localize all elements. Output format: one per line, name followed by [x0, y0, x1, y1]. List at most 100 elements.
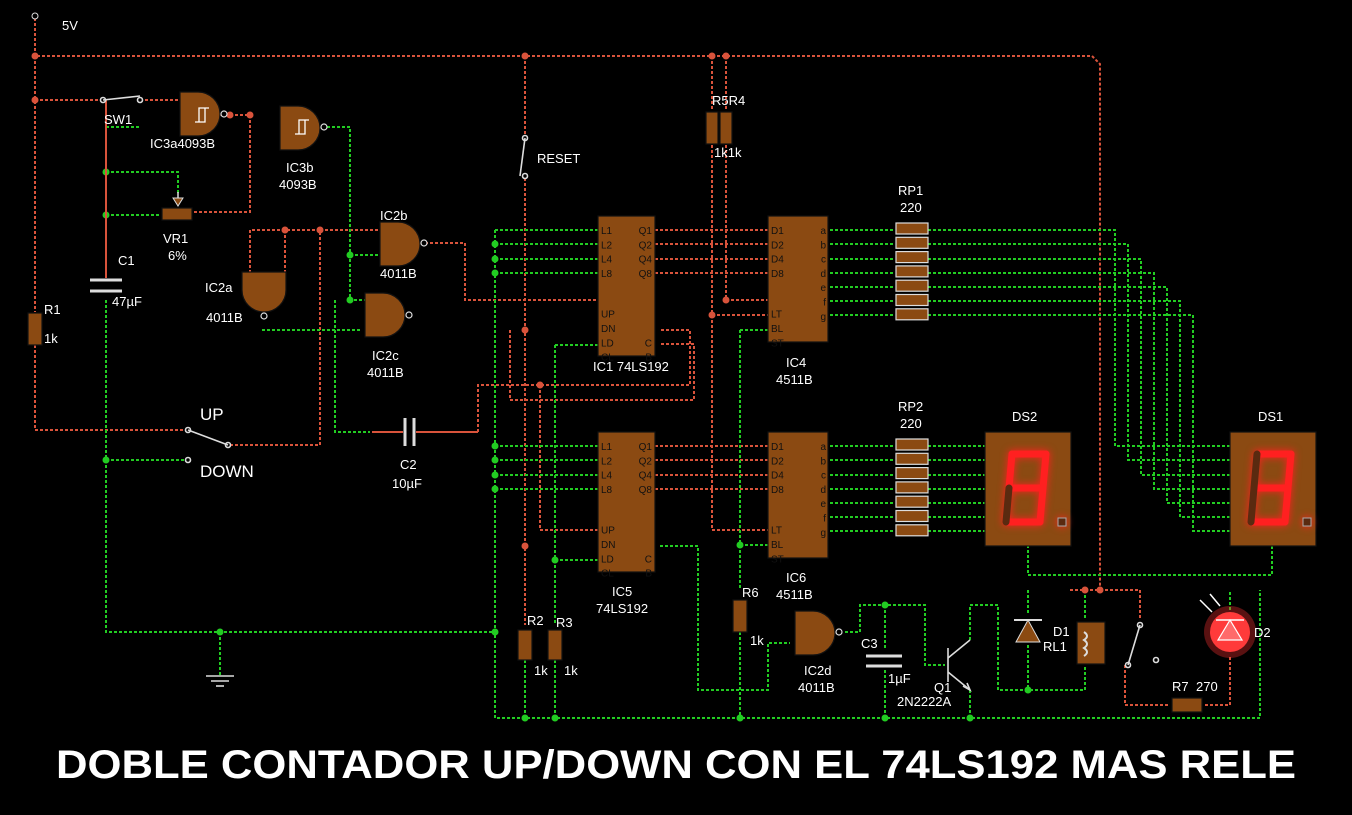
- r6-resistor: [732, 599, 748, 633]
- ic1pins-pin-q4: Q4: [639, 255, 653, 266]
- rp1-element: [895, 236, 929, 249]
- ic5pins-pin-l4: L4: [601, 471, 613, 482]
- up-switch-label: UP: [200, 405, 224, 424]
- ic6pins-pin-a: a: [820, 442, 826, 453]
- ic5-part-label: 74LS192: [596, 601, 648, 616]
- rp2-element: [895, 481, 929, 494]
- rp1-element: [895, 293, 929, 307]
- r2-value-label: 1k: [534, 663, 548, 678]
- ic6-decoder: [767, 431, 829, 559]
- ic3b-gate: [279, 105, 321, 151]
- rp2-value-label: 220: [900, 416, 922, 431]
- ic5pins-pin-up: UP: [601, 526, 615, 537]
- vr1-wiper-icon: [172, 192, 184, 207]
- ic5pins-pin-q2: Q2: [639, 456, 653, 467]
- ds1seg-decimal-point: [1302, 517, 1312, 527]
- ic1pins-pin-b: B: [645, 353, 652, 364]
- ic4pins-pin-f: f: [823, 298, 826, 309]
- ds2seg-decimal-point: [1057, 517, 1067, 527]
- ic5pins-pin-l1: L1: [601, 442, 613, 453]
- ic4pins-pin-d1: D1: [771, 226, 784, 237]
- ds1-label: DS1: [1258, 409, 1283, 424]
- ic4-name-label: IC4: [786, 355, 806, 370]
- rl1-relay-coil: [1076, 621, 1106, 665]
- ic4pins-pin-bl: BL: [771, 324, 784, 335]
- ic6pins-pin-c: c: [821, 471, 826, 482]
- ic5pins-pin-ld: LD: [601, 554, 614, 565]
- ic2a-gate: [241, 271, 287, 313]
- ic1-label: IC1 74LS192: [593, 359, 669, 374]
- rp1-element: [895, 265, 929, 278]
- r1-value-label: 1k: [44, 331, 58, 346]
- ic3a-gate: [179, 91, 221, 137]
- ic6pins-pin-d2: D2: [771, 456, 784, 467]
- r3-resistor: [547, 629, 563, 661]
- ic5pins-pin-b: B: [645, 569, 652, 580]
- ic4-decoder: [767, 215, 829, 343]
- ic4pins-pin-st: ST: [771, 338, 784, 349]
- ic5-counter: [597, 431, 656, 573]
- resistor-networks: [895, 222, 929, 537]
- ic2b-name-label: IC2b: [380, 208, 407, 223]
- vr1-name-label: VR1: [163, 231, 188, 246]
- ic4pins-pin-d: d: [820, 269, 826, 280]
- labels: 5V SW1 IC3a4093B IC3b 4093B C1 47µF VR1 …: [44, 18, 1283, 709]
- d1-label: D1: [1053, 624, 1070, 639]
- ic5pins-pin-q1: Q1: [639, 442, 653, 453]
- vr1-potentiometer: [161, 207, 193, 221]
- ic6-part-label: 4511B: [776, 587, 813, 602]
- ds2seg-segment-e: [1002, 484, 1013, 526]
- down-switch-label: DOWN: [200, 462, 254, 481]
- vr1-value-label: 6%: [168, 248, 187, 263]
- ic5pins-pin-c: C: [645, 554, 652, 565]
- c1-name-label: C1: [118, 253, 135, 268]
- ic2d-name-label: IC2d: [804, 663, 831, 678]
- d1-diode-icon: [1014, 618, 1042, 643]
- ds2seg-segment-f: [1005, 450, 1016, 492]
- ic1-counter: [597, 215, 656, 357]
- ic4pins-pin-d8: D8: [771, 269, 784, 280]
- c2-name-label: C2: [400, 457, 417, 472]
- ic4pins-pin-a: a: [820, 226, 826, 237]
- ic2d-part-label: 4011B: [798, 680, 835, 695]
- rl1-label: RL1: [1043, 639, 1067, 654]
- rp2-element: [895, 467, 929, 480]
- ds2-label: DS2: [1012, 409, 1037, 424]
- rp1-name-label: RP1: [898, 183, 923, 198]
- ic5pins-pin-cl: CL: [601, 569, 614, 580]
- wiring: [34, 18, 1273, 719]
- ic6pins-pin-g: g: [820, 528, 826, 539]
- r7-resistor: [1171, 697, 1203, 713]
- capacitors: [90, 278, 902, 668]
- ic2b-part-label: 4011B: [380, 266, 417, 281]
- ic6pins-pin-st: ST: [771, 554, 784, 565]
- r7-name-label: R7: [1172, 679, 1189, 694]
- rp1-element: [895, 251, 929, 264]
- ic4pins-pin-d2: D2: [771, 240, 784, 251]
- rp1-element: [895, 279, 929, 292]
- supply-wires: [34, 18, 1231, 706]
- ground-wires: [105, 126, 1273, 719]
- r2-name-label: R2: [527, 613, 544, 628]
- q1-part-label: 2N2222A: [897, 694, 952, 709]
- d2-label: D2: [1254, 625, 1271, 640]
- ic6-name-label: IC6: [786, 570, 806, 585]
- supply-label: 5V: [62, 18, 78, 33]
- ic6pins-pin-d1: D1: [771, 442, 784, 453]
- r6-name-label: R6: [742, 585, 759, 600]
- ic5pins-pin-l8: L8: [601, 485, 613, 496]
- ds2seg-segment-c: [1036, 484, 1047, 526]
- ic4pins-pin-lt: LT: [771, 310, 782, 321]
- ic2c-name-label: IC2c: [372, 348, 399, 363]
- ic4pins-pin-d4: D4: [771, 255, 784, 266]
- r1-name-label: R1: [44, 302, 61, 317]
- ic6pins-pin-lt: LT: [771, 526, 782, 537]
- ic6pins-pin-b: b: [820, 456, 826, 467]
- ic6pins-pin-bl: BL: [771, 540, 784, 551]
- ic2a-part-label: 4011B: [206, 310, 243, 325]
- ic4pins-pin-b: b: [820, 240, 826, 251]
- rp1-element: [895, 308, 929, 321]
